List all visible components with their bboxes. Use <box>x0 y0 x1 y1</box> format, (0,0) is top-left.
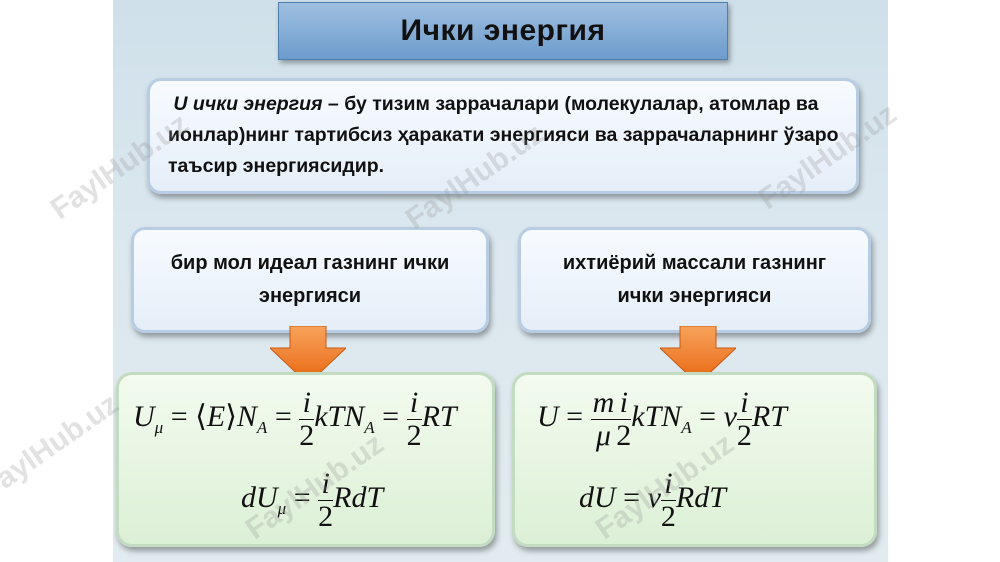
definition-dash: – <box>322 93 345 115</box>
definition-body: бу тизим заррачалари (молекулалар, атомл… <box>168 93 839 177</box>
down-arrow-left-icon <box>270 326 346 384</box>
arbitrary-mass-label-box: иxтиёрий массали газнинг ички энергияси <box>518 227 871 333</box>
slide-title-box: Ички энергия <box>278 2 728 60</box>
watermark: FaylHub.uz <box>0 387 125 506</box>
arbitrary-mass-label: иxтиёрий массали газнинг ички энергияси <box>563 247 826 313</box>
definition-term: U ички энергия <box>173 93 323 115</box>
down-arrow-right-icon <box>660 326 736 384</box>
one-mole-label-line1: бир мол идеал газнинг ички <box>170 252 450 274</box>
arbitrary-mass-label-line1: иxтиёрий массали газнинг <box>562 252 827 274</box>
one-mole-label-line2: энергияси <box>258 285 362 307</box>
slide-title: Ички энергия <box>400 14 606 47</box>
definition-box: U ички энергия – бу тизим заррачалари (м… <box>147 78 859 194</box>
one-mole-label: бир мол идеал газнинг ички энергияси <box>171 247 450 313</box>
arbitrary-mass-label-line2: ички энергияси <box>617 285 772 307</box>
one-mole-label-box: бир мол идеал газнинг ички энергияси <box>131 227 489 333</box>
definition-text: U ички энергия – бу тизим заррачалари (м… <box>168 89 840 182</box>
